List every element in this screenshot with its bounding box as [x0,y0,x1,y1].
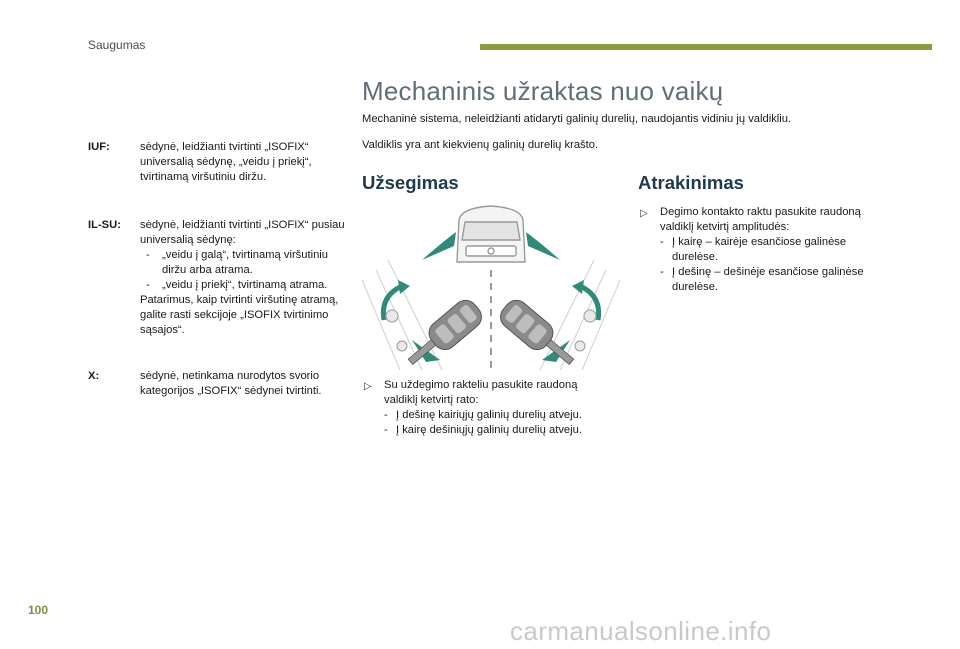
section-label: Saugumas [88,38,146,52]
latch-icon [574,340,586,352]
list-item: Į kairę dešiniųjų galinių durelių atveju… [362,423,612,438]
definition-x: X: sėdynė, netinkama nurodytos svorio ka… [88,369,350,399]
key-left-icon [407,299,482,366]
latch-icon [583,309,597,323]
list-item: „veidu į galą“, tvirtinamą viršutiniu di… [140,248,350,278]
list-item: Į kairę – kairėje esančiose galinėse dur… [638,235,888,265]
page-title: Mechaninis užraktas nuo vaikų [362,76,724,106]
definition-text: sėdynė, netinkama nurodytos svorio kateg… [140,370,322,397]
definition-term: IUF: [88,141,110,153]
definition-text: sėdynė, leidžianti tvirtinti „ISOFIX“ pu… [140,219,345,246]
car-outline-icon [456,205,526,263]
definition-term: IL-SU: [88,219,121,231]
page-number: 100 [28,603,49,617]
key-right-icon [500,299,575,366]
intro-text-1: Mechaninė sistema, neleidžianti atidaryt… [362,113,792,125]
list-item: Į dešinę kairiųjų galinių durelių atveju… [362,408,612,423]
unlock-heading: Atrakinimas [638,172,744,193]
rotate-arrow-icon [578,283,602,321]
rotate-arrow-icon [380,283,404,321]
latch-icon [385,309,399,323]
lock-instructions: ▷ Su uždegimo rakteliu pasukite raudoną … [362,378,612,438]
latch-icon [396,340,408,352]
definition-text: sėdynė, leidžianti tvirtinti „ISOFIX“ un… [140,141,312,183]
definition-iuf: IUF: sėdynė, leidžianti tvirtinti „ISOFI… [88,140,350,185]
unlock-step: Degimo kontakto raktu pasukite raudoną v… [660,206,861,233]
arrow-icon [526,232,560,260]
list-item: Į dešinę – dešinėje esančiose galinėse d… [638,265,888,295]
lock-heading: Užsegimas [362,172,459,193]
intro-text-2: Valdiklis yra ant kiekvienų galinių dure… [362,139,599,151]
header-accent-bar [480,44,932,50]
child-lock-illustration [362,205,620,370]
arrow-icon [422,232,456,260]
definition-ilsu: IL-SU: sėdynė, leidžianti tvirtinti „ISO… [88,218,350,338]
definition-note: Patarimus, kaip tvirtinti viršutinę atra… [140,294,339,336]
lock-step: Su uždegimo rakteliu pasukite raudoną va… [384,379,578,406]
bullet-marker-icon: ▷ [640,208,648,219]
bullet-marker-icon: ▷ [364,381,372,392]
watermark: carmanualsonline.info [510,616,772,646]
list-item: „veidu į priekį“, tvirtinamą atrama. [140,278,350,293]
definition-term: X: [88,370,100,382]
unlock-instructions: ▷ Degimo kontakto raktu pasukite raudoną… [638,205,888,295]
